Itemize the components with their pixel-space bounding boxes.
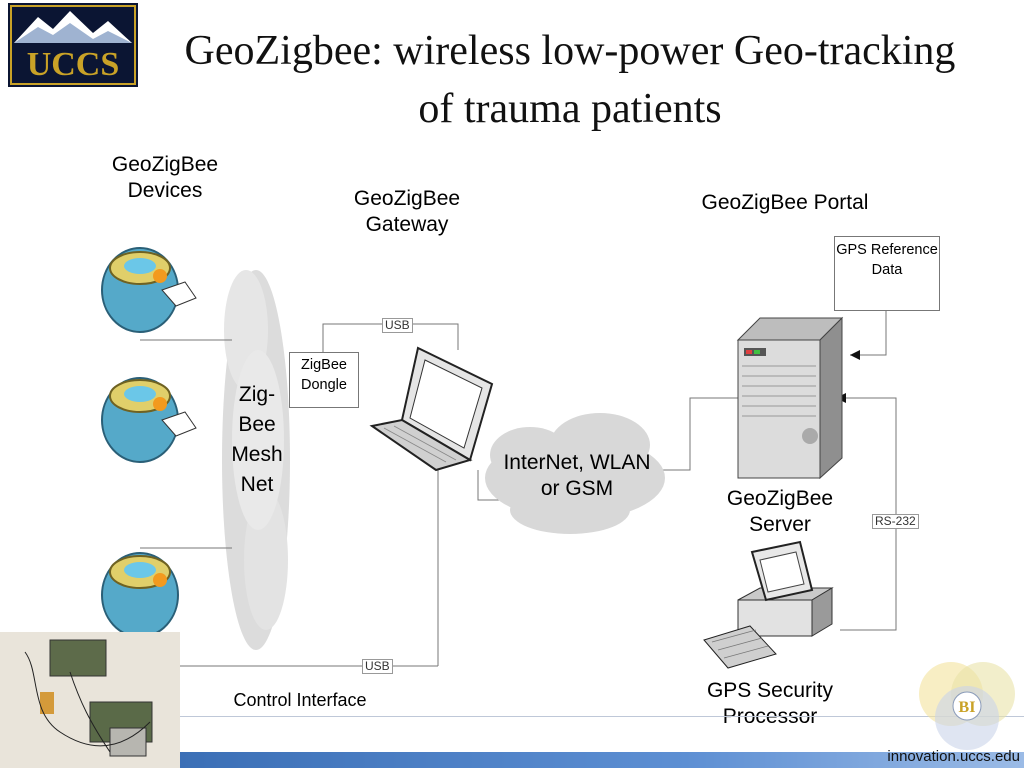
internet-label: InterNet, WLAN or GSM (503, 451, 651, 500)
devices-label: GeoZigBee Devices (111, 153, 219, 202)
footer-url[interactable]: innovation.uccs.edu (887, 748, 1020, 765)
bi-logo: BI (919, 662, 1015, 750)
control-interface-label: Control Interface (233, 690, 367, 710)
rs232-tag: RS-232 (872, 514, 919, 529)
mesh-cloud-shape (222, 270, 290, 650)
zigbee-dongle-box: ZigBee Dongle (289, 352, 359, 408)
gateway-label: GeoZigBee Gateway (353, 187, 461, 236)
watch-device-icon (101, 552, 179, 638)
gps-processor-label: GPS Security Processor (706, 679, 834, 728)
footer-divider (180, 716, 1024, 717)
mesh-label: Zig-Bee Mesh Net (231, 383, 283, 496)
gps-reference-data-box: GPS Reference Data (834, 236, 940, 311)
footer-bar (180, 752, 1024, 768)
uccs-logo: UCCS (8, 3, 138, 87)
watch-device-icon (101, 247, 197, 333)
server-label: GeoZigBee Server (726, 487, 834, 536)
usb-tag-top: USB (382, 318, 413, 333)
circuit-board-photo (0, 632, 180, 768)
slide-title: GeoZigbee: wireless low-power Geo-tracki… (184, 28, 956, 132)
laptop-icon (369, 346, 494, 472)
cloud-icon (485, 413, 665, 534)
server-tower-icon (736, 316, 844, 480)
portal-label: GeoZigBee Portal (701, 191, 869, 214)
desktop-computer-icon (703, 540, 834, 669)
svg-text:UCCS: UCCS (27, 46, 120, 83)
svg-text:BI: BI (959, 699, 976, 716)
watch-device-icon (101, 377, 197, 463)
usb-tag-bottom: USB (362, 659, 393, 674)
